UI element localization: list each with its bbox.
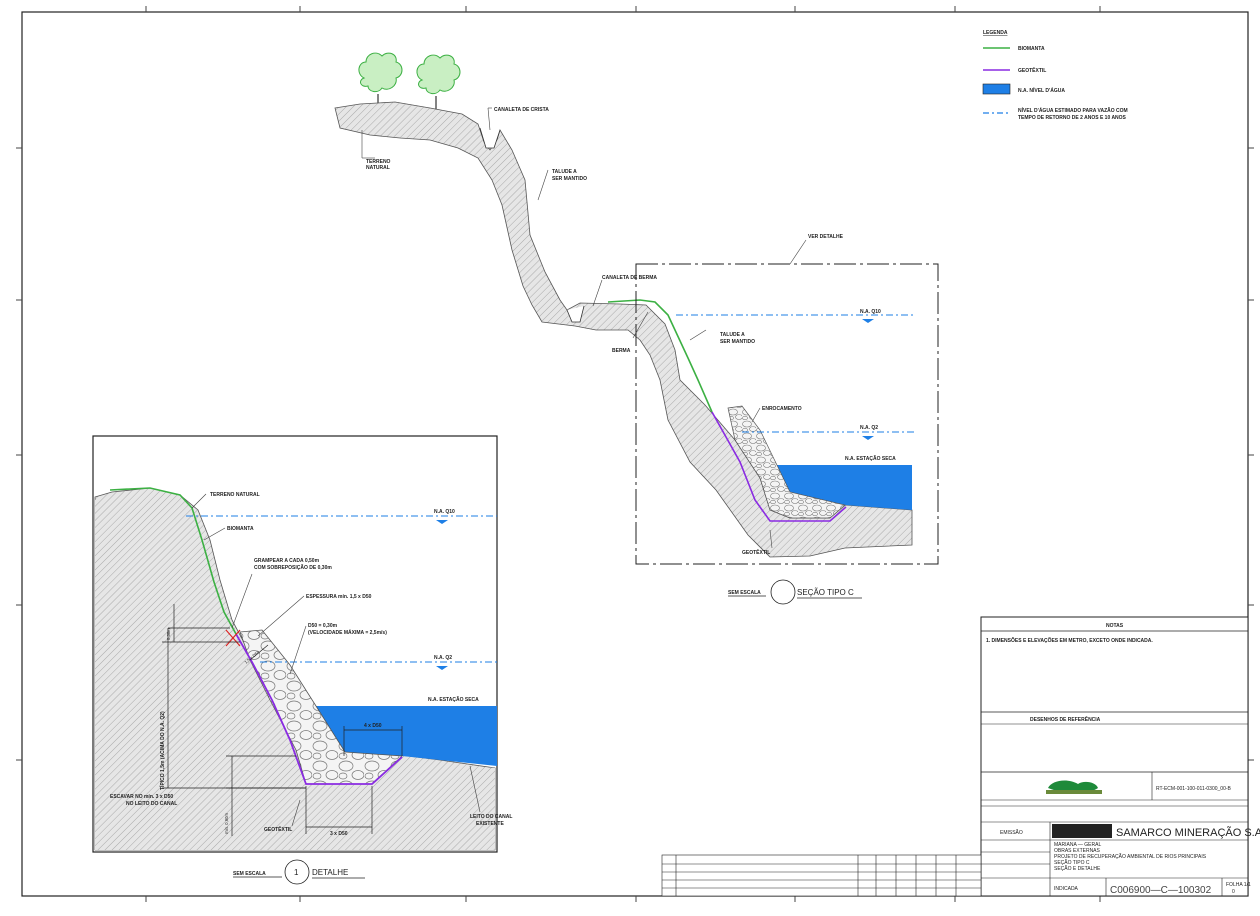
project-line-2: OBRAS EXTERNAS (1054, 848, 1101, 854)
revision: 0 (1232, 889, 1235, 895)
detalhe-label-leito-1: LEITO DO CANAL (470, 814, 512, 820)
dim-4xd50: 4 x D50 (364, 723, 382, 729)
notes-block: NOTAS 1. DIMENSÕES E ELEVAÇÕES EM METRO,… (980, 616, 1249, 897)
revision-table (661, 854, 982, 897)
ref-code: RT-ECM-001-100-011-0300_00-B (1156, 786, 1232, 792)
detalhe-label-d50-2: (VELOCIDADE MÁXIMA = 2,5m/s) (308, 629, 387, 636)
detalhe-label-na-q10: N.A. Q10 (434, 509, 455, 515)
detalhe-label-grampear-1: GRAMPEAR A CADA 0,50m (254, 558, 320, 564)
detalhe-title: DETALHE (312, 868, 348, 877)
sheet-border (21, 11, 1249, 897)
section-title-circle (770, 579, 796, 605)
detalhe-label-terreno: TERRENO NATURAL (210, 492, 260, 498)
detalhe-dimensions (162, 604, 403, 836)
legend-geotextil-label: GEOTÊXTIL (1018, 66, 1046, 74)
project-line-5: SEÇÃO E DETALHE (1054, 865, 1101, 872)
label-ver-detalhe: VER DETALHE (808, 234, 844, 240)
na-marker-icon (862, 436, 874, 440)
legend-water-swatch (982, 83, 1011, 95)
references-title: DESENHOS DE REFERÊNCIA (1030, 715, 1101, 723)
detalhe-scale-label: SEM ESCALA (233, 871, 266, 877)
grampo-icon (225, 629, 241, 647)
detalhe-view: N.A. Q10 N.A. Q2 N.A. ESTAÇÃO SECA 4 x D… (92, 435, 512, 885)
na-marker-icon (436, 520, 448, 524)
note-1: 1. DIMENSÕES E ELEVAÇÕES EM METRO, EXCET… (986, 637, 1153, 644)
detalhe-geotextil (235, 633, 403, 785)
legend-title: LEGENDA (983, 30, 1008, 36)
label-terreno-natural-2: NATURAL (366, 165, 390, 171)
detalhe-label-grampear-2: COM SOBREPOSIÇÃO DE 0,30m (254, 564, 332, 571)
project-line-4: SEÇÃO TIPO C (1054, 859, 1090, 866)
border-ticks (16, 6, 1254, 902)
detalhe-label-na-q2: N.A. Q2 (434, 655, 452, 661)
tree-icon (358, 52, 403, 104)
detail-callout-frame (635, 263, 939, 565)
detalhe-number-circle (284, 859, 310, 885)
legend-estimated-label-2: TEMPO DE RETORNO DE 2 ANOS E 10 ANOS (1018, 115, 1127, 121)
section-scale-label: SEM ESCALA (728, 590, 761, 596)
detalhe-water (316, 706, 497, 766)
company-name: SAMARCO MINERAÇÃO S.A. (1116, 826, 1260, 839)
na-marker-icon (862, 319, 874, 323)
legend-estimated-label-1: NÍVEL D'ÁGUA ESTIMADO PARA VAZÃO COM (1018, 106, 1128, 114)
detalhe-label-geotextil: GEOTÊXTIL (264, 825, 292, 833)
section-tipo-c: N.A. Q10 N.A. Q2 N.A. ESTAÇÃO SECA TERRE… (334, 52, 939, 605)
company-logo-icon (1046, 780, 1102, 794)
legend-biomanta-label: BIOMANTA (1018, 46, 1045, 52)
detalhe-label-leito-2: EXISTENTE (476, 821, 504, 827)
company-mark (1052, 824, 1112, 838)
section-biomanta (607, 299, 713, 413)
dim-top: 0,30m (166, 628, 171, 640)
tree-icon (416, 54, 461, 112)
na-marker-icon (436, 666, 448, 670)
section-geotextil (711, 411, 847, 522)
notes-title: NOTAS (1106, 623, 1124, 629)
label-canaleta-berma: CANALETA DE BERMA (602, 275, 657, 281)
label-canaleta-crista: CANALETA DE CRISTA (494, 107, 549, 113)
detalhe-biomanta (109, 487, 237, 635)
detalhe-label-na-seca: N.A. ESTAÇÃO SECA (428, 696, 479, 703)
dim-3xd50: 3 x D50 (330, 831, 348, 837)
section-title: SEÇÃO TIPO C (797, 588, 854, 597)
label-geotextil: GEOTÊXTIL (742, 548, 770, 556)
detalhe-number: 1 (294, 868, 299, 877)
section-water (763, 465, 912, 510)
project-line-1: MARIANA — GERAL (1054, 842, 1101, 848)
label-na-q2: N.A. Q2 (860, 425, 878, 431)
label-talude-upper-2: SER MANTIDO (552, 176, 587, 182)
dim-tipico: TÍPICO 1,5m (ACIMA DO N.A. Q2) (158, 711, 166, 790)
label-talude-upper-1: TALUDE A (552, 169, 577, 175)
label-na-q10: N.A. Q10 (860, 309, 881, 315)
drawing-number: C006900—C—100302 (1110, 885, 1212, 896)
legend-water-label: N.A. NÍVEL D'ÁGUA (1018, 86, 1065, 94)
label-terreno-natural-1: TERRENO (366, 159, 391, 165)
dim-bottom: mín. 0,90m (224, 813, 229, 834)
detalhe-label-escavar-2: NO LEITO DO CANAL (126, 801, 177, 807)
section-enrocamento (727, 405, 846, 519)
detalhe-label-d50-1: D50 = 0,30m (308, 623, 338, 629)
emission-label: EMISSÃO (1000, 829, 1023, 836)
sheet-number: FOLHA 1/1 (1226, 882, 1251, 888)
legend: LEGENDA BIOMANTA GEOTÊXTIL N.A. NÍVEL D'… (982, 30, 1128, 121)
label-talude-lower-2: SER MANTIDO (720, 339, 755, 345)
label-talude-lower-1: TALUDE A (720, 332, 745, 338)
title-block: RT-ECM-001-100-011-0300_00-B EMISSÃO SAM… (981, 772, 1260, 896)
scale-value: INDICADA (1054, 886, 1079, 892)
canaleta-berma (566, 305, 585, 323)
label-enrocamento: ENROCAMENTO (762, 406, 802, 412)
detalhe-label-escavar-1: ESCAVAR NO mín. 3 x D50 (110, 794, 173, 800)
detalhe-leaders (191, 493, 481, 827)
label-berma: BERMA (612, 348, 631, 354)
label-na-seca: N.A. ESTAÇÃO SECA (845, 455, 896, 462)
detalhe-label-espessura: ESPESSURA mín. 1,5 x D50 (306, 594, 372, 600)
detalhe-label-biomanta: BIOMANTA (227, 526, 254, 532)
section-leaders (361, 107, 807, 549)
project-line-3: PROJETO DE RECUPERAÇÃO AMBIENTAL DE RIOS… (1054, 853, 1207, 860)
canaleta-crista (479, 127, 501, 149)
